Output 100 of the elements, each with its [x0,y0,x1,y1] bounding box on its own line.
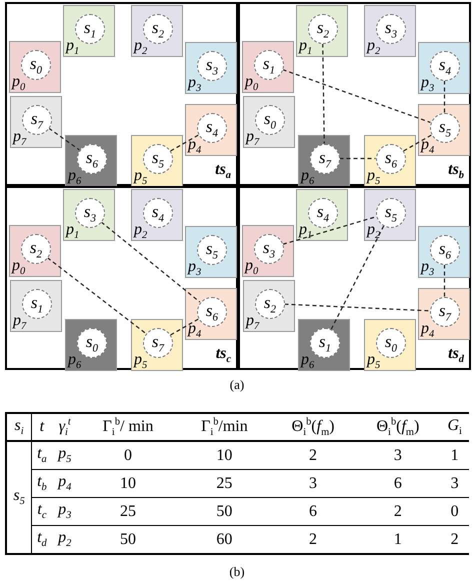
sensor-circle: s$_{6}$ [77,144,107,174]
position-square [418,226,470,278]
sensor-circle: s$_{7}$ [310,144,340,174]
sensor-circle: s$_{7}$ [430,297,460,327]
table-cell-text: 6 [394,474,402,492]
position-square [9,41,61,93]
sensor-circle: s$_{0}$ [255,105,285,135]
dashed-connector [330,226,384,330]
table-cell-text: 10 [216,446,232,464]
sensor-circle: s$_{4}$ [197,113,227,143]
column-header: Γ$_{i}$$^{b}$/ min [102,418,154,435]
table-cell-text: 2 [309,446,318,464]
table-cell-text: t$_{d}$ [37,529,47,546]
dashed-connector [282,68,431,124]
schedule-panel [5,186,238,370]
position-square [10,280,62,332]
sensor-circle: s$_{0}$ [77,328,107,358]
table-cell-text: 3 [450,474,459,492]
table-cell-text: 0 [450,502,459,520]
table-cell-text: p$_{3}$ [58,501,72,518]
table-cell-text: 3 [394,446,402,464]
dashed-connector [340,158,376,160]
position-square [364,189,416,241]
position-square [131,189,183,241]
column-header: Θ$_{i}$$^{b}$(f$_{m}$) [376,418,420,435]
table-cell-text: 2 [309,530,318,548]
position-square [296,189,348,241]
schedule-panel [238,186,471,370]
sensor-circle: s$_{2}$ [308,14,338,44]
column-header: G$_{i}$ [447,416,462,434]
sensor-circle: s$_{7}$ [22,105,52,135]
table-cell-text: 0 [124,446,132,464]
column-header: Θ$_{i}$$^{b}$(f$_{m}$) [292,418,334,435]
position-square [364,5,416,57]
position-square [296,5,348,57]
sensor-circle: s$_{5}$ [376,198,406,228]
panel-label: ts$_{a}$ [215,162,231,182]
schedule-panel [5,2,238,186]
dashed-connector [282,216,376,245]
position-square [131,135,183,187]
position-square [243,96,295,148]
sensor-circle: s$_{3}$ [75,198,105,228]
sensor-circle: s$_{6}$ [197,297,227,327]
table-cell-text: 2 [450,530,459,548]
position-square [10,96,62,148]
sensor-circle: s$_{0}$ [21,50,51,80]
figure-caption: (a) [228,377,246,393]
table-cell-text: 1 [450,446,459,464]
table-cell-text: s$_{5}$ [13,487,25,504]
position-square [63,5,115,57]
table-cell-text: t$_{c}$ [37,501,46,518]
table-cell-text: p$_{5}$ [58,445,72,462]
position-square [65,319,117,371]
sensor-circle: s$_{0}$ [376,328,406,358]
sensor-circle: s$_{4}$ [143,198,173,228]
dashed-connector [284,304,430,312]
sensor-circle: s$_{5}$ [143,144,173,174]
table-cell-text: 1 [394,530,402,548]
table-cell-text: 60 [216,530,232,548]
column-header: s$_{i}$ [14,416,24,434]
sensor-circle: s$_{5}$ [197,235,227,265]
position-square [131,5,183,57]
dashed-connector [322,43,325,144]
dashed-connector [100,221,200,303]
position-square [65,135,117,187]
sensor-circle: s$_{4}$ [430,51,460,81]
table-cell-text: 3 [309,474,318,492]
sensor-circle: s$_{3}$ [254,234,284,264]
panel-label: ts$_{d}$ [448,346,464,366]
table-cell-text: p$_{2}$ [58,529,72,546]
position-square [63,189,115,241]
table-cell-text: t$_{b}$ [37,473,47,490]
position-square [418,104,470,156]
sensor-circle: s$_{3}$ [376,14,406,44]
position-square [364,319,416,371]
dashed-connector [170,134,199,152]
table-cell-text: 2 [394,502,402,520]
sensor-circle: s$_{1}$ [310,328,340,358]
table-cell-text: 10 [120,474,136,492]
position-square [242,41,294,93]
dashed-connector [170,318,199,336]
position-square [185,288,237,340]
position-square [185,42,237,94]
sensor-circle: s$_{1}$ [75,14,105,44]
sensor-circle: s$_{2}$ [21,234,51,264]
position-square [418,42,470,94]
figure-caption: (b) [228,564,246,580]
sensor-circle: s$_{5}$ [430,113,460,143]
position-square [131,319,183,371]
dashed-connector [444,264,446,296]
panel-label: ts$_{c}$ [216,346,231,366]
sensor-circle: s$_{6}$ [376,144,406,174]
position-square [242,225,294,277]
position-square [9,225,61,277]
sensor-circle: s$_{3}$ [197,51,227,81]
position-square [243,280,295,332]
position-square [418,288,470,340]
table-cell-text: p$_{4}$ [58,473,72,490]
column-header: Γ$_{i}$$^{b}$/min [201,418,248,435]
sensor-circle: s$_{4}$ [308,198,338,228]
